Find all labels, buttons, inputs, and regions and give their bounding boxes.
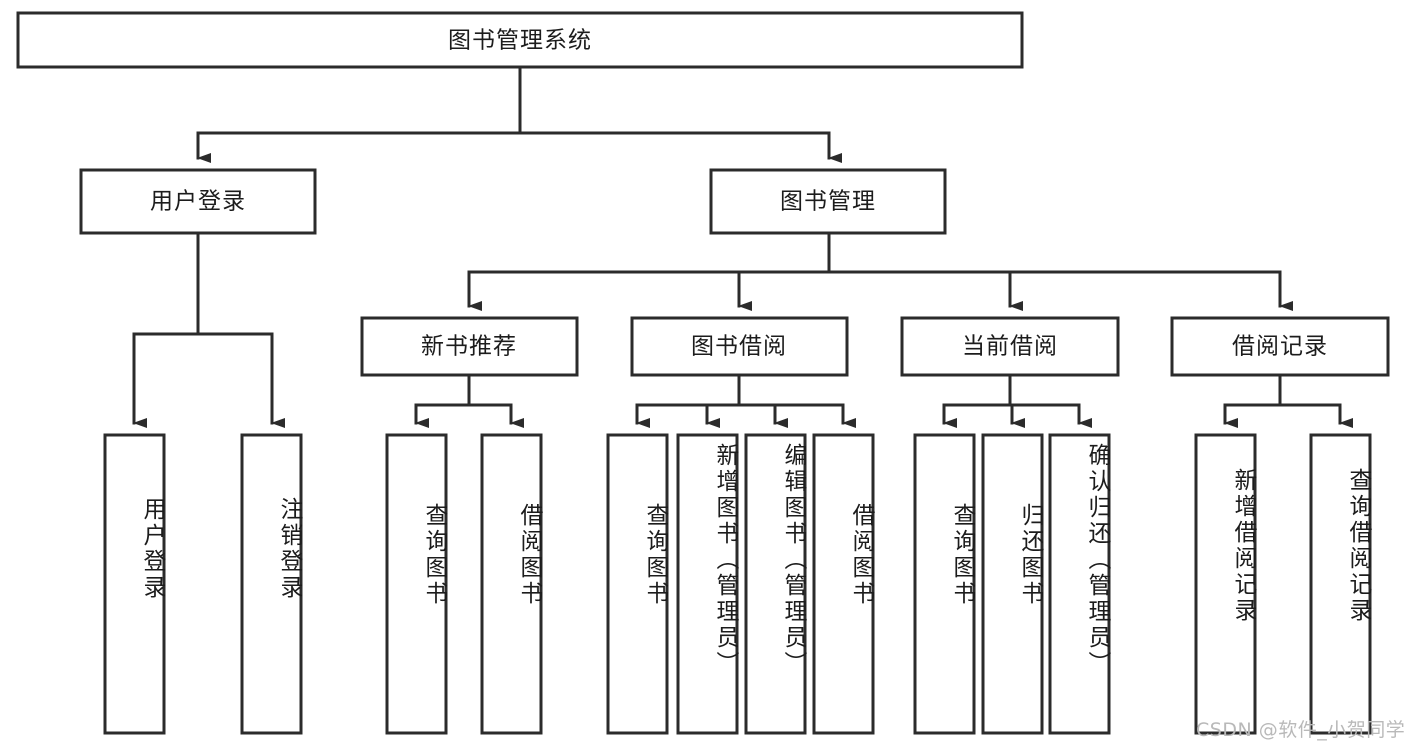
- node-book-borrowing-label: 图书借阅: [691, 334, 787, 360]
- node-book-management[interactable]: 图书管理: [709, 168, 947, 235]
- node-user-login-box[interactable]: [79, 168, 317, 235]
- node-new-book-recommendation-box[interactable]: [360, 316, 579, 377]
- node-new-book-recommendation-label: 新书推荐: [421, 334, 517, 360]
- node-user-login[interactable]: 用户登录: [79, 168, 317, 235]
- leaf-box-edit-book-admin[interactable]: [744, 433, 807, 735]
- node-book-borrowing-box[interactable]: [630, 316, 849, 377]
- leaf-box-add-book-admin[interactable]: [676, 433, 739, 735]
- leaf-box-logout-login[interactable]: [240, 433, 303, 735]
- node-current-borrowing[interactable]: 当前借阅: [900, 316, 1120, 377]
- leaf-box-borrow-books[interactable]: [812, 433, 875, 735]
- node-current-borrowing-box[interactable]: [900, 316, 1120, 377]
- leaf-box-group: [103, 433, 1372, 735]
- node-root-box[interactable]: [16, 11, 1024, 69]
- node-borrowing-record-box[interactable]: [1170, 316, 1390, 377]
- node-new-book-recommendation[interactable]: 新书推荐: [360, 316, 579, 377]
- node-borrowing-record-label: 借阅记录: [1232, 334, 1328, 360]
- leaf-box-query-borrow-record[interactable]: [1309, 433, 1372, 735]
- node-root-label: 图书管理系统: [448, 28, 592, 54]
- leaf-box-query-books-rec[interactable]: [385, 433, 448, 735]
- leaf-box-query-books-current[interactable]: [913, 433, 976, 735]
- node-root[interactable]: 图书管理系统: [16, 11, 1024, 69]
- leaf-box-confirm-return-admin[interactable]: [1048, 433, 1111, 735]
- node-book-management-label: 图书管理: [780, 189, 876, 215]
- node-user-login-label: 用户登录: [150, 189, 246, 215]
- leaf-box-add-borrow-record[interactable]: [1194, 433, 1257, 735]
- leaf-box-borrow-books-rec[interactable]: [480, 433, 543, 735]
- leaf-box-return-books[interactable]: [981, 433, 1044, 735]
- node-borrowing-record[interactable]: 借阅记录: [1170, 316, 1390, 377]
- node-book-borrowing[interactable]: 图书借阅: [630, 316, 849, 377]
- csdn-watermark: CSDN @软件_小贺同学: [1196, 719, 1405, 741]
- connector-group: [132, 65, 1353, 428]
- leaf-box-query-books-borrow[interactable]: [606, 433, 669, 735]
- node-book-management-box[interactable]: [709, 168, 947, 235]
- node-current-borrowing-label: 当前借阅: [962, 334, 1058, 360]
- leaf-box-user-login[interactable]: [103, 433, 166, 735]
